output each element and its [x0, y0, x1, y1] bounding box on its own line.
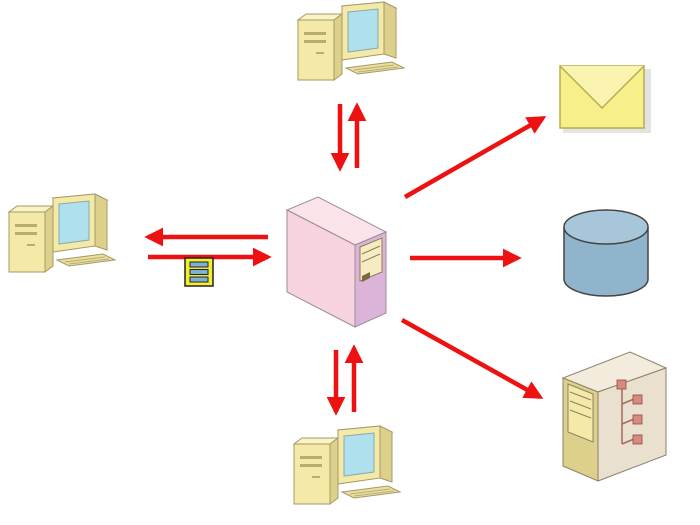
network-server-icon: [561, 351, 668, 482]
client-top: [297, 1, 405, 81]
arrow-server-to-mail: [403, 116, 547, 199]
central-server: [285, 196, 388, 328]
envelope-icon: [559, 65, 651, 133]
desktop-computer-icon: [8, 193, 116, 273]
file-server: [561, 351, 668, 482]
database: [563, 209, 649, 297]
server-tower-icon: [285, 196, 388, 328]
desktop-computer-icon: [297, 1, 405, 81]
message-document-icon: [184, 257, 214, 287]
desktop-computer-icon: [293, 425, 401, 505]
mail: [559, 65, 651, 133]
client-left: [8, 193, 116, 273]
arrow-server-to-file-server: [400, 318, 544, 399]
client-bottom: [293, 425, 401, 505]
database-cylinder-icon: [563, 209, 649, 297]
connections: [144, 102, 547, 416]
